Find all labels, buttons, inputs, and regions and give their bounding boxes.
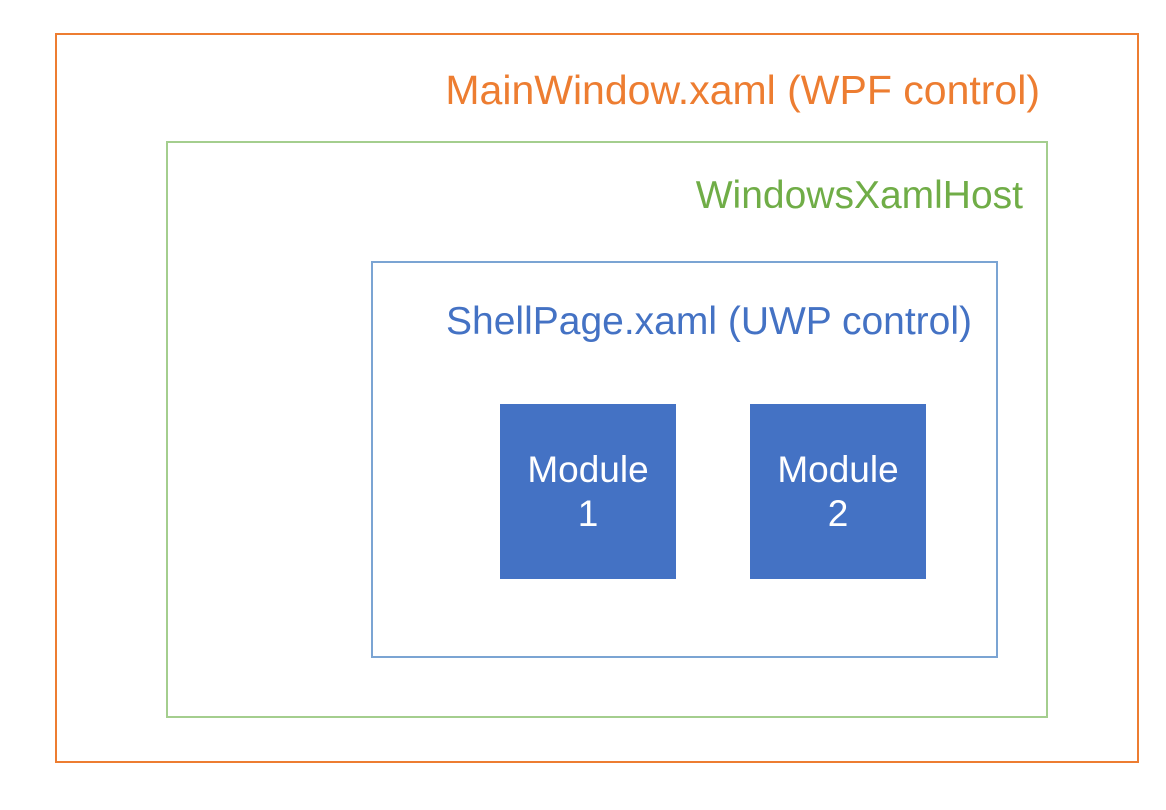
windows-xaml-host-label: WindowsXamlHost [695, 174, 1023, 217]
windows-xaml-host-container [166, 141, 1048, 718]
module-2-label-line1: Module [777, 448, 899, 490]
wpf-mainwindow-container [55, 33, 1139, 763]
module-2-tile: Module 2 [750, 404, 926, 579]
module-1-label-line2: 1 [577, 492, 599, 534]
module-1-label-line1: Module [527, 448, 649, 490]
module-2-label-line2: 2 [827, 492, 849, 534]
shellpage-uwp-container [371, 261, 998, 658]
wpf-mainwindow-label: MainWindow.xaml (WPF control) [445, 67, 1040, 113]
shellpage-uwp-label: ShellPage.xaml (UWP control) [446, 300, 972, 343]
module-1-tile: Module 1 [500, 404, 676, 579]
